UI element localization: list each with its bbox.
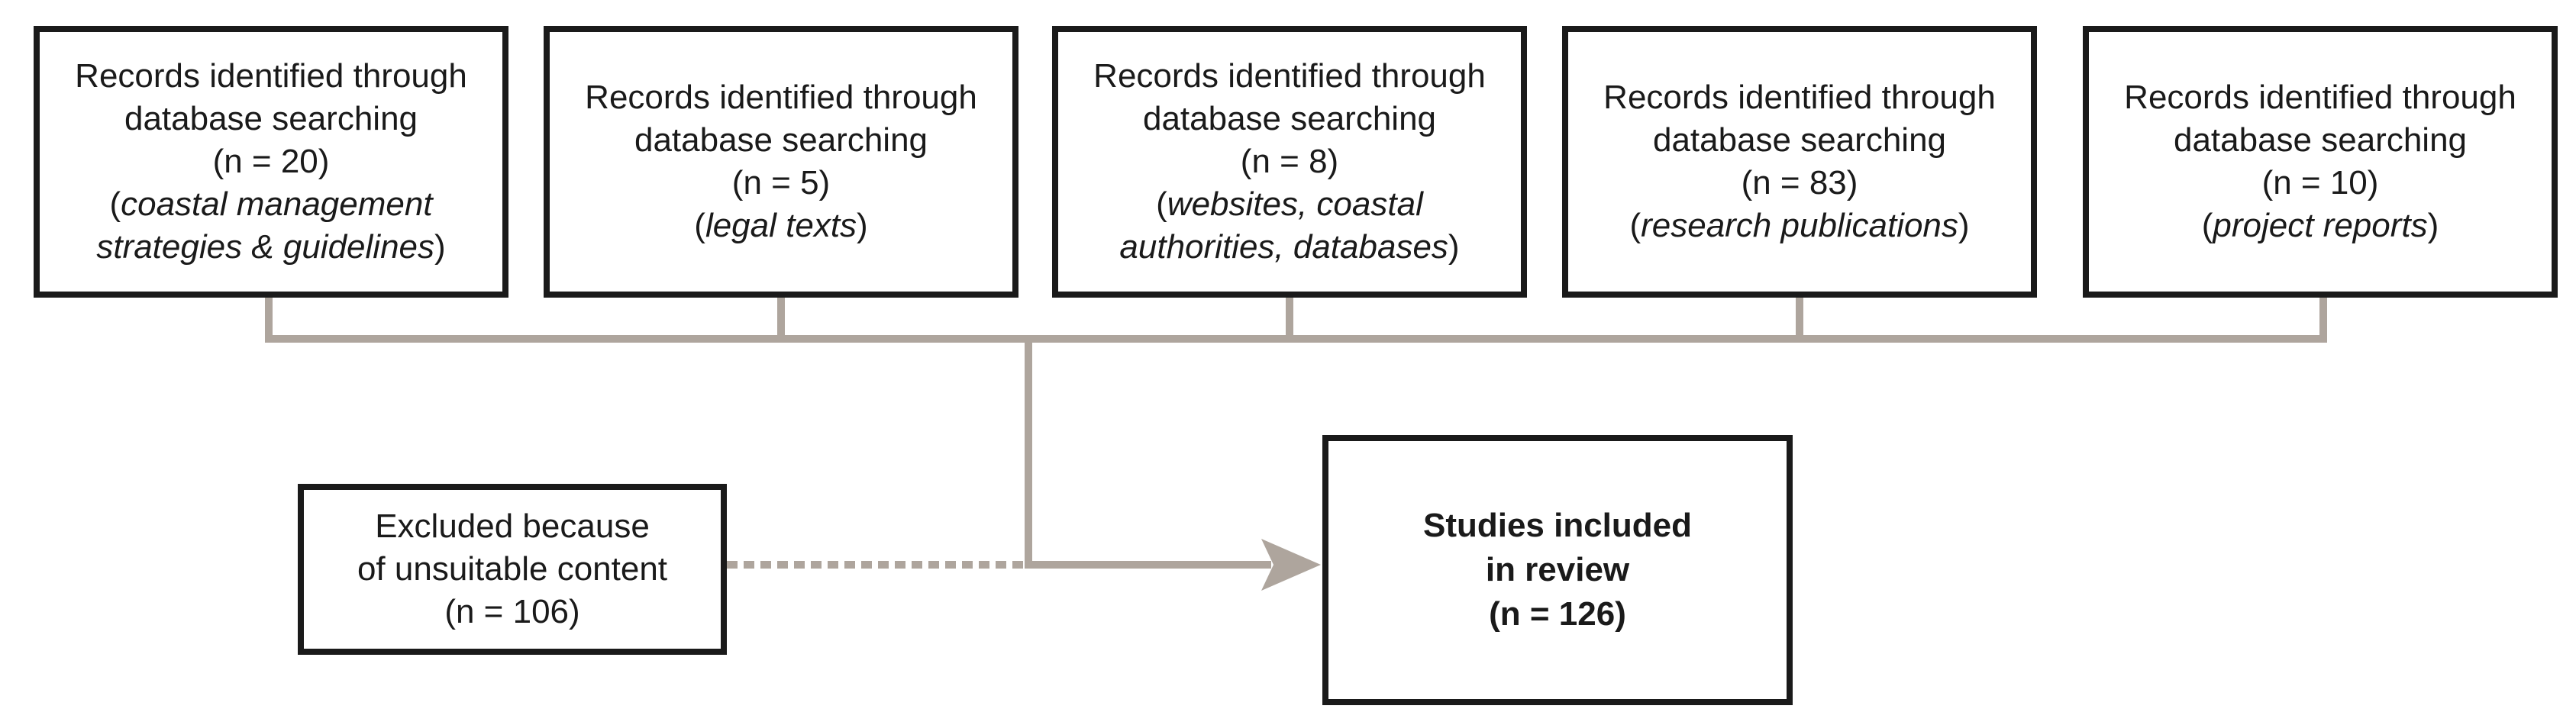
included-line2: in review: [1485, 551, 1630, 588]
source-title-line1: Records identified through: [2124, 79, 2516, 116]
source-count: (n = 20): [212, 143, 330, 180]
source-box-project-reports: Records identified through database sear…: [2083, 26, 2558, 298]
included-box: Studies included in review (n = 126): [1322, 435, 1793, 705]
excluded-line2: of unsuitable content: [357, 550, 668, 588]
source-box-strategies: Records identified through database sear…: [34, 26, 508, 298]
source-detail-line2: authorities, databases): [1119, 228, 1460, 266]
source-title-line2: database searching: [634, 121, 928, 159]
source-box-websites: Records identified through database sear…: [1052, 26, 1527, 298]
source-title-line2: database searching: [1652, 121, 1947, 159]
source-detail-line1: (legal texts): [694, 207, 868, 244]
excluded-box: Excluded because of unsuitable content (…: [298, 484, 727, 655]
source-box-research-publications: Records identified through database sear…: [1562, 26, 2037, 298]
excluded-count: (n = 106): [444, 593, 580, 630]
source-count: (n = 8): [1240, 143, 1339, 180]
excluded-line1: Excluded because: [375, 508, 650, 545]
source-count: (n = 83): [1741, 164, 1858, 201]
source-detail-line1: (websites, coastal: [1156, 185, 1423, 223]
source-detail-line1: (project reports): [2201, 207, 2439, 244]
source-title-line2: database searching: [124, 100, 418, 137]
included-count: (n = 126): [1489, 595, 1626, 633]
source-title-line1: Records identified through: [75, 57, 467, 95]
included-line1: Studies included: [1422, 507, 1693, 544]
source-detail-line2: strategies & guidelines): [96, 228, 446, 266]
source-detail-line1: (research publications): [1629, 207, 1970, 244]
arrow-head: [1261, 539, 1321, 591]
source-title-line2: database searching: [2173, 121, 2468, 159]
source-detail-line1: (coastal management: [109, 185, 433, 223]
source-title-line1: Records identified through: [1603, 79, 1996, 116]
source-count: (n = 10): [2261, 164, 2379, 201]
source-title-line2: database searching: [1142, 100, 1437, 137]
source-box-legal-texts: Records identified through database sear…: [544, 26, 1018, 298]
source-count: (n = 5): [731, 164, 831, 201]
source-title-line1: Records identified through: [585, 79, 977, 116]
source-title-line1: Records identified through: [1093, 57, 1486, 95]
